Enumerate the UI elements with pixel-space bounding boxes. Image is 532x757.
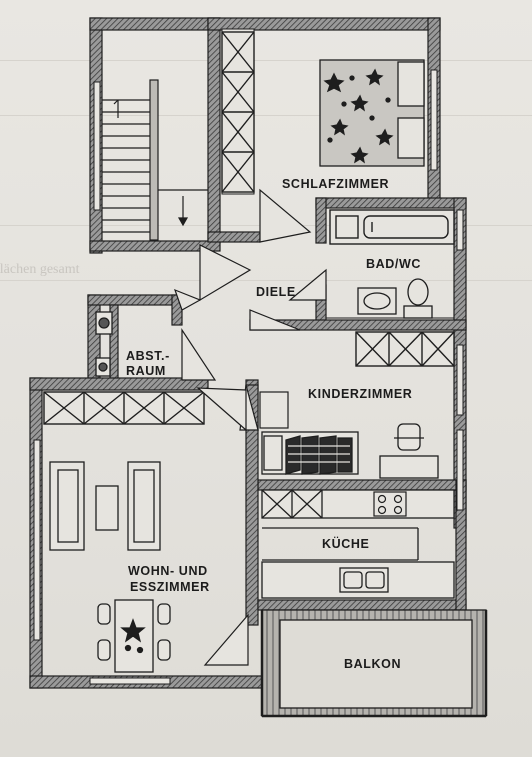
background-text: Flächen gesamt	[0, 262, 80, 277]
room-label-abstellraum-2: RAUM	[126, 364, 166, 378]
bed-double	[319, 59, 425, 167]
kinder-cabinet	[259, 391, 289, 429]
room-label-wohnzimmer-2: ESSZIMMER	[130, 580, 210, 594]
wall-sz-top	[207, 17, 441, 31]
wall-kinder-kueche	[257, 479, 467, 491]
stove	[373, 491, 407, 517]
toilet	[403, 278, 433, 319]
wall-sz-bottom-left	[207, 231, 261, 243]
room-label-schlafzimmer: SCHLAFZIMMER	[282, 177, 390, 191]
sofa-right	[127, 461, 161, 551]
room-label-wohnzimmer-1: WOHN- UND	[128, 564, 208, 578]
desk-kinderzimmer	[379, 423, 439, 479]
wardrobe-kinderzimmer	[355, 331, 455, 367]
balcony	[260, 609, 488, 718]
paper-rule	[0, 60, 532, 61]
wall-abst-top	[87, 294, 181, 306]
wall-kueche-bottom	[257, 599, 467, 611]
wall-bad-left	[315, 197, 327, 244]
room-label-kinderzimmer: KINDERZIMMER	[308, 387, 413, 401]
wall-stair-top	[89, 17, 221, 31]
abstellraum-fixtures	[95, 311, 113, 377]
wall-wohn-top	[29, 377, 209, 391]
room-label-kueche: KÜCHE	[322, 537, 370, 551]
wardrobe-schlafzimmer	[221, 31, 255, 193]
kitchen-sink	[339, 567, 389, 593]
room-label-bad-wc: BAD/WC	[366, 257, 421, 271]
coffee-table	[95, 485, 119, 531]
room-label-balkon: BALKON	[344, 657, 402, 671]
doors	[173, 188, 327, 666]
sink-bad	[357, 287, 397, 315]
room-label-diele: DIELE	[256, 285, 296, 299]
staircase	[102, 79, 208, 241]
wall-bad-top	[315, 197, 467, 209]
bed-kinderzimmer	[261, 431, 359, 475]
paper-rule	[0, 280, 532, 281]
dining-table	[97, 599, 171, 673]
paper-rule	[0, 115, 532, 116]
kitchen-upper-cabinets	[261, 489, 455, 519]
wall-stair-bottom	[89, 240, 221, 252]
wall-kinder-left	[245, 384, 259, 626]
sofa-left	[49, 461, 85, 551]
room-label-abstellraum-1: ABST.-	[126, 349, 170, 363]
bathtub	[329, 209, 455, 245]
wall-stair-right-top	[207, 17, 221, 244]
wardrobe-wohnzimmer	[43, 391, 205, 425]
